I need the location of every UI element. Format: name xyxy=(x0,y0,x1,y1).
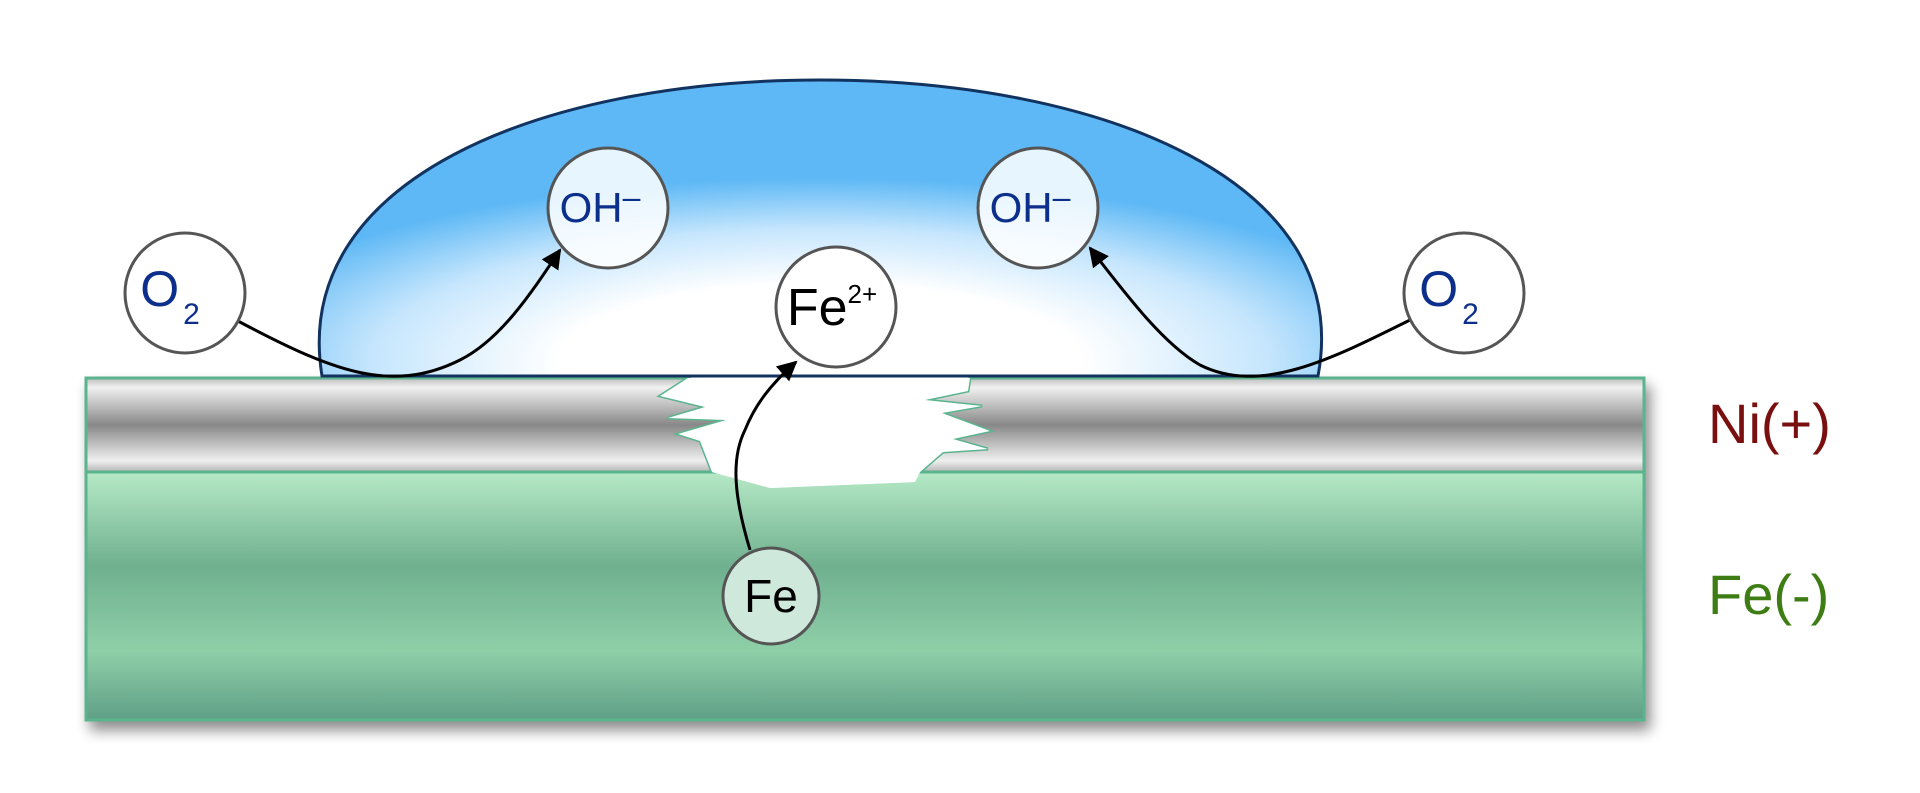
fe-ion-base: Fe xyxy=(787,279,848,337)
arrow-o2-right-to-oh xyxy=(1088,246,1411,378)
nickel-layer-right xyxy=(915,376,1646,474)
svg-text:OH–: OH– xyxy=(560,179,641,231)
nickel-layer-left xyxy=(84,376,727,474)
iron-layer xyxy=(84,470,1646,722)
pit-water xyxy=(660,378,990,488)
fe-atom: Fe xyxy=(721,546,821,646)
svg-text:Fe2+: Fe2+ xyxy=(787,279,877,337)
o2-right-sub: 2 xyxy=(1462,298,1479,331)
fe-ion-sup: 2+ xyxy=(848,279,878,309)
fe-atom-label: Fe xyxy=(744,570,798,622)
fe-layer-label: Fe(-) xyxy=(1708,563,1829,626)
o2-left-base: O xyxy=(140,261,179,317)
svg-text:O2: O2 xyxy=(140,261,200,331)
water-droplet xyxy=(317,78,1324,378)
oh-right-base: OH xyxy=(990,184,1053,231)
fe-ion-molecule: Fe2+ xyxy=(774,245,898,369)
ni-layer-label: Ni(+) xyxy=(1708,392,1831,455)
o2-left-sub: 2 xyxy=(183,298,200,331)
arrow-o2-left-to-oh xyxy=(235,248,562,378)
svg-text:OH–: OH– xyxy=(990,179,1071,231)
arrow-fe-to-ion xyxy=(734,360,798,551)
oh-right-sup: – xyxy=(1053,179,1071,215)
oh-left-molecule: OH– xyxy=(546,146,670,270)
o2-right-base: O xyxy=(1419,261,1458,317)
metal-block xyxy=(84,376,1646,722)
oh-right-molecule: OH– xyxy=(976,146,1100,270)
oh-left-sup: – xyxy=(623,179,641,215)
svg-text:O2: O2 xyxy=(1419,261,1479,331)
oh-left-base: OH xyxy=(560,184,623,231)
